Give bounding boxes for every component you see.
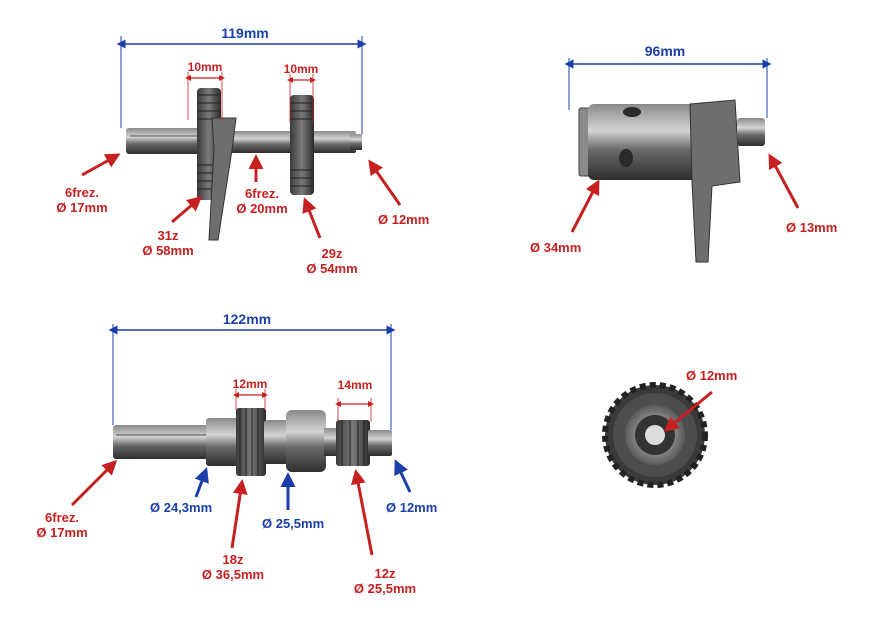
part3-gear2-width-label: 14mm: [337, 378, 373, 392]
part2-drum-arrow: [570, 179, 600, 233]
part3-right-end-arrow: [394, 459, 412, 493]
part4-bore-label: Ø 12mm: [686, 368, 738, 383]
part1-length-label: 119mm: [221, 25, 269, 41]
part3-left-spline-arrow: [70, 459, 118, 507]
part2-drum-image: [578, 99, 765, 263]
part3-collar1-arrow: [194, 467, 209, 498]
part3-collar1-label: Ø 24,3mm: [150, 500, 213, 515]
part1-shaft-image: [126, 88, 362, 241]
part2-right-end-label: Ø 13mm: [786, 220, 838, 235]
part1-left-spline-arrow: [81, 153, 121, 177]
part1-gear1-arrow: [171, 196, 203, 224]
part1-right-end-label: Ø 12mm: [378, 212, 430, 227]
part1-right-end-arrow: [368, 159, 402, 206]
part4-gear-image: [602, 382, 708, 488]
part3-shaft-image: [113, 408, 392, 476]
part1-left-spline-label: 6frez.Ø 17mm: [56, 185, 108, 215]
part1-mid-spline-label: 6frez.Ø 20mm: [236, 186, 288, 216]
part3-gear1-width-label: 12mm: [232, 377, 268, 391]
part4-bore-arrow: [663, 390, 713, 432]
part3-left-spline-label: 6frez.Ø 17mm: [36, 510, 88, 540]
part3-collar2-label: Ø 25,5mm: [262, 516, 325, 531]
part1-gear1-width-label: 10mm: [187, 60, 223, 74]
part3-right-end-label: Ø 12mm: [386, 500, 438, 515]
part2-length-label: 96mm: [644, 43, 686, 59]
part3-gear2-arrow: [350, 469, 374, 556]
part3-gear1-arrow: [230, 479, 248, 549]
part1-gear2-width-label: 10mm: [283, 62, 319, 76]
part1-gear2-arrow: [302, 197, 322, 239]
part3-length-label: 122mm: [222, 311, 272, 327]
part2-right-end-arrow: [768, 153, 800, 209]
part2-drum-label: Ø 34mm: [530, 240, 582, 255]
